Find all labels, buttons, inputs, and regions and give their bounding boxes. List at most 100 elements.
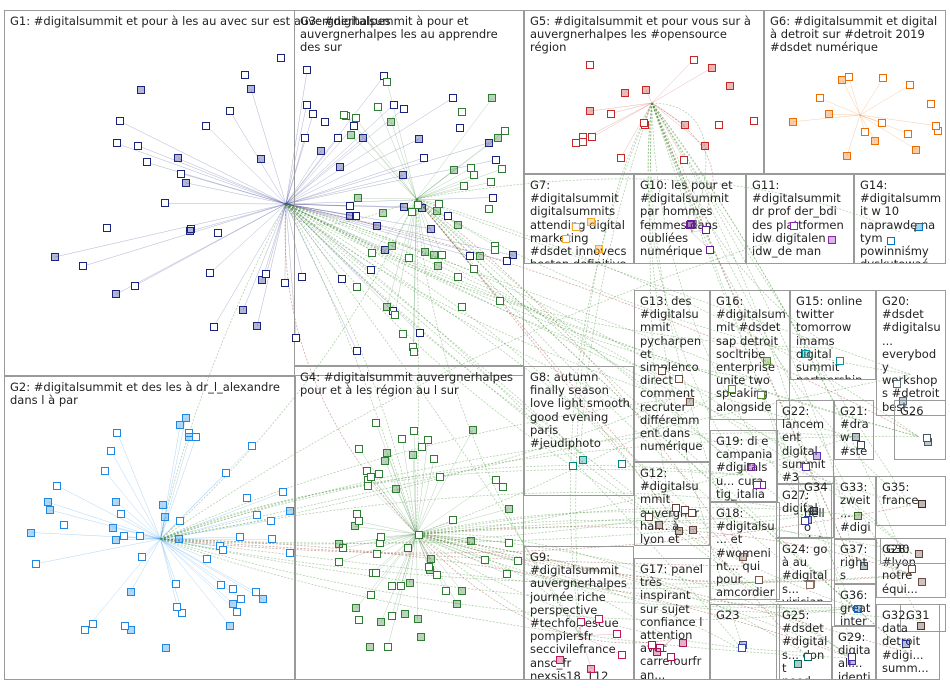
graph-edge: [358, 521, 417, 535]
graph-node: [854, 605, 862, 613]
graph-edge: [651, 102, 834, 349]
graph-edge: [416, 198, 581, 637]
graph-edge: [651, 102, 854, 565]
graph-edge: [160, 491, 284, 540]
group-panel-g6: G6: #digitalsummit et digital à detroit …: [764, 10, 946, 174]
graph-node: [355, 445, 363, 453]
graph-node: [466, 252, 474, 260]
graph-edge: [160, 538, 237, 612]
graph-node: [334, 134, 342, 142]
graph-node: [595, 245, 603, 253]
graph-node: [46, 506, 54, 514]
graph-node: [109, 524, 117, 532]
graph-edge: [160, 198, 417, 540]
graph-node: [286, 549, 294, 557]
graph-node: [430, 455, 438, 463]
graph-edge: [285, 203, 672, 517]
graph-node: [458, 587, 466, 595]
graph-edge: [285, 203, 581, 454]
graph-node: [377, 618, 385, 626]
graph-edge: [160, 536, 240, 540]
graph-node: [336, 163, 344, 171]
graph-edge: [651, 102, 911, 575]
graph-edge: [848, 76, 861, 116]
graph-edge: [416, 533, 462, 592]
graph-node: [27, 529, 35, 537]
graph-node: [918, 500, 926, 508]
graph-node: [514, 557, 522, 565]
graph-edge: [651, 102, 814, 515]
graph-edge: [160, 515, 803, 544]
graph-node: [366, 643, 374, 651]
graph-node: [672, 504, 680, 512]
graph-edge: [160, 473, 227, 540]
graph-node: [253, 322, 261, 330]
graph-node: [848, 653, 856, 661]
graph-node: [442, 587, 450, 595]
graph-node: [338, 275, 346, 283]
graph-edge: [55, 203, 286, 258]
graph-node: [487, 178, 495, 186]
graph-edge: [842, 79, 861, 116]
graph-edge: [416, 508, 509, 535]
group-panel-g21: G21: #draw #stevenu... #stevenu... #spin…: [834, 400, 874, 460]
graph-node: [392, 485, 400, 493]
graph-edge: [396, 489, 417, 535]
graph-edge: [416, 533, 853, 659]
graph-edge: [651, 102, 854, 608]
graph-edge: [416, 533, 853, 659]
graph-edge: [115, 203, 287, 295]
group-label-g16: G16: #digitalsummit #dsdet sap detroit s…: [716, 294, 786, 414]
graph-node: [229, 585, 237, 593]
graph-edge: [651, 102, 714, 233]
group-label-g32: G32: data detroit #digi... summ...: [882, 608, 929, 675]
graph-node: [350, 122, 358, 130]
graph-node: [127, 588, 135, 596]
graph-edge: [651, 102, 804, 517]
group-label-g19: G19: di e campania #digitalsu... cura ti…: [716, 434, 773, 501]
group-panel-g28: G28: #lyon notre équi... lyon...: [876, 538, 946, 598]
group-label-g31: G31: [906, 608, 930, 622]
graph-node: [404, 544, 412, 552]
graph-node: [174, 154, 182, 162]
graph-edge: [285, 198, 417, 226]
graph-node: [347, 131, 355, 139]
graph-edge: [285, 203, 581, 637]
graph-edge: [416, 198, 911, 375]
graph-node: [458, 108, 466, 116]
graph-node: [381, 457, 389, 465]
graph-node: [577, 618, 585, 626]
graph-edge: [416, 533, 745, 653]
graph-edge: [265, 203, 287, 275]
graph-edge: [160, 424, 181, 540]
graph-node: [456, 124, 464, 132]
graph-edge: [160, 374, 911, 540]
graph-edge: [412, 454, 417, 535]
graph-edge: [160, 538, 224, 551]
graph-edge: [416, 198, 908, 653]
graph-node: [449, 516, 457, 524]
graph-edge: [372, 198, 417, 253]
graph-edge: [651, 102, 707, 233]
graph-edge: [57, 485, 161, 540]
graph-node: [136, 532, 144, 540]
graph-node: [648, 641, 656, 649]
graph-node: [728, 385, 736, 393]
graph-node: [405, 254, 413, 262]
graph-edge: [416, 198, 745, 567]
graph-node: [388, 242, 396, 250]
group-panel-g22: G22: lancement digital summit #3 auvergn…: [776, 400, 834, 484]
graph-node: [177, 170, 185, 178]
graph-edge: [792, 114, 861, 122]
graph-edge: [160, 538, 183, 614]
graph-edge: [368, 485, 417, 535]
graph-node: [354, 194, 362, 202]
graph-edge: [119, 121, 287, 205]
graph-edge: [367, 479, 417, 535]
graph-node: [192, 433, 200, 441]
graph-edge: [36, 538, 161, 565]
graph-node: [680, 156, 688, 164]
graph-node: [352, 604, 360, 612]
graph-edge: [386, 198, 417, 308]
graph-node: [588, 133, 596, 141]
